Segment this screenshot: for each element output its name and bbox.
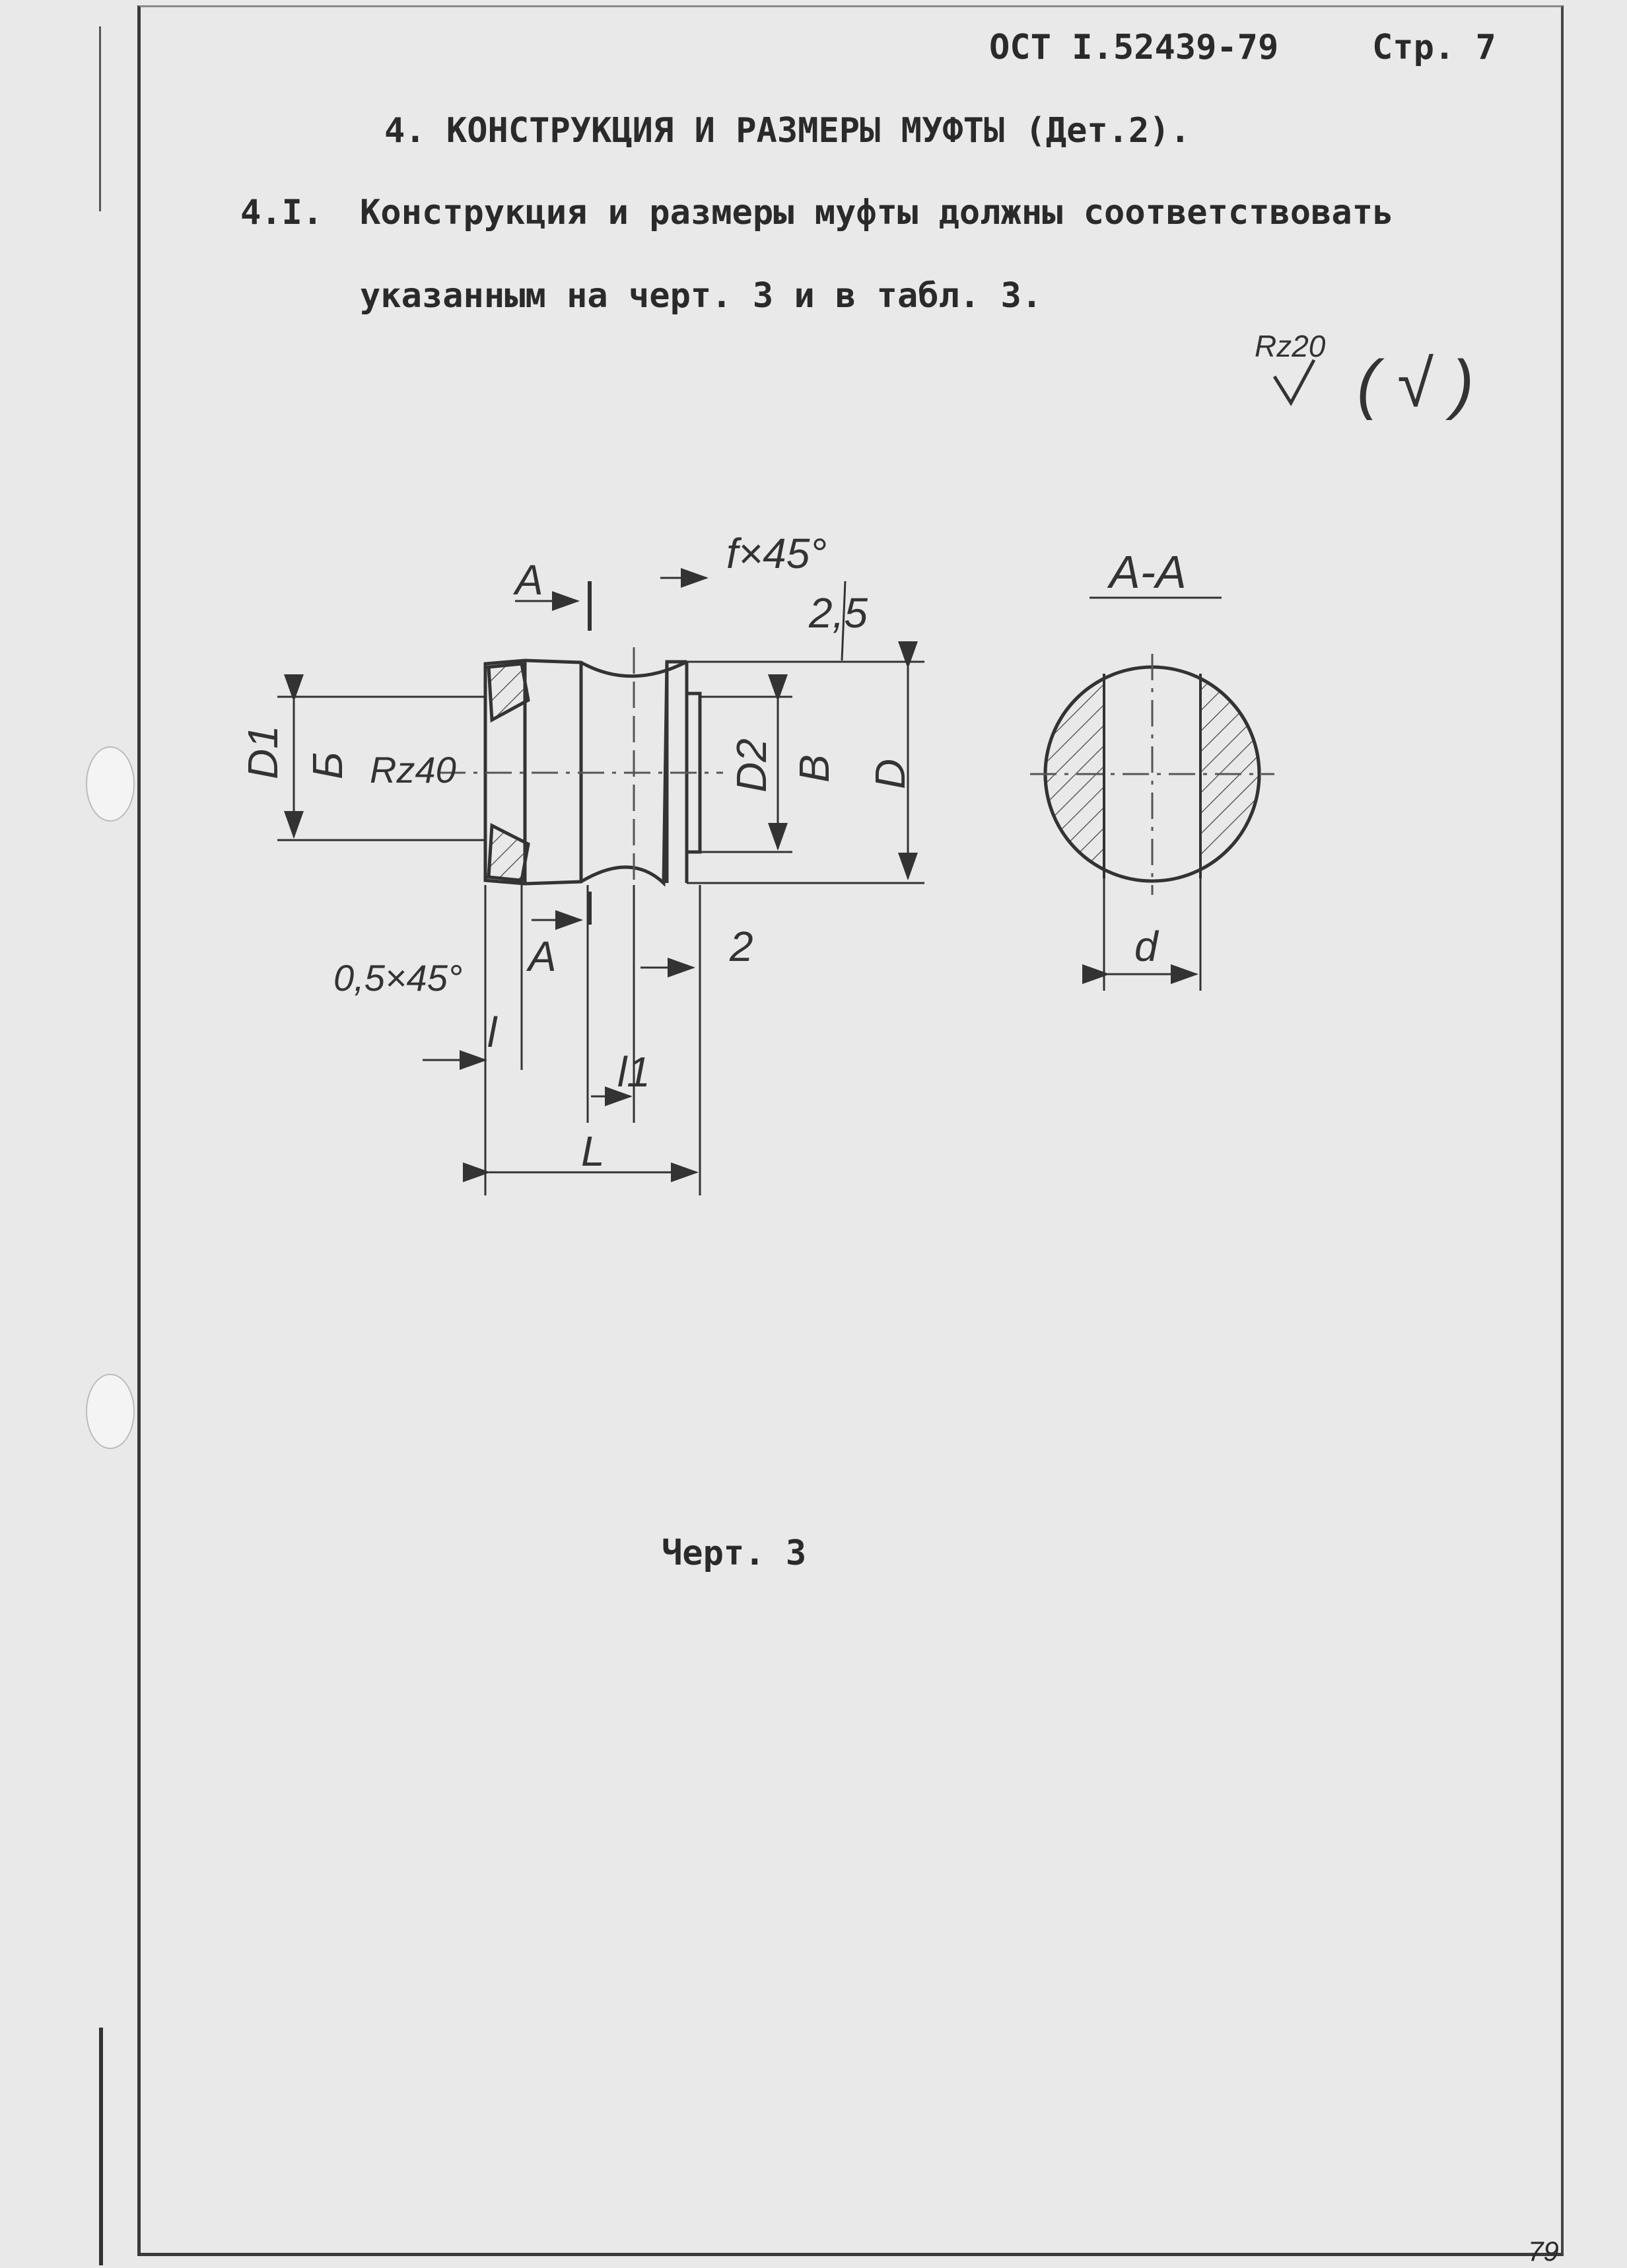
b2-label: В bbox=[790, 754, 838, 783]
d1-label: D1 bbox=[239, 725, 287, 779]
document-code: ОСТ I.52439-79 bbox=[989, 28, 1279, 67]
page-number: Стр. 7 bbox=[1372, 28, 1496, 67]
binding-line bbox=[99, 2028, 103, 2265]
paragraph-text-line-1: Конструкция и размеры муфты должны соотв… bbox=[360, 193, 1394, 232]
binding-line bbox=[99, 26, 101, 211]
section-a-a: A-A d bbox=[1030, 546, 1274, 991]
section-label: A-A bbox=[1107, 546, 1187, 598]
punch-hole bbox=[86, 1374, 135, 1449]
sheet-number: 79 bbox=[1528, 2236, 1559, 2267]
dimension-lines bbox=[277, 568, 924, 1195]
l-label: l bbox=[487, 1009, 498, 1056]
roughness-note: Rz20 ( √ ) bbox=[1255, 329, 1474, 421]
section-arrow-label-bottom: A bbox=[526, 933, 557, 980]
section-title: 4. КОНСТРУКЦИЯ И РАЗМЕРЫ МУФТЫ (Дет.2). bbox=[384, 111, 1191, 151]
figure-caption: Черт. 3 bbox=[662, 1534, 807, 1573]
section-arrows bbox=[515, 581, 592, 930]
section-arrow-label-top: A bbox=[512, 556, 543, 604]
page-frame bbox=[137, 5, 1564, 2256]
paragraph-text-line-2: указанным на черт. 3 и в табл. 3. bbox=[360, 276, 1043, 316]
roughness-value: Rz20 bbox=[1255, 329, 1326, 363]
paragraph-number: 4.I. bbox=[240, 193, 324, 232]
roughness-symbol bbox=[1272, 359, 1316, 406]
chamfer-bottom-label: 0,5×45° bbox=[333, 957, 462, 999]
punch-hole bbox=[86, 746, 135, 822]
d-outer-label: D bbox=[866, 759, 914, 789]
l1-label: l1 bbox=[617, 1048, 650, 1096]
d2-label: D2 bbox=[728, 738, 775, 793]
roughness-bracket-mark: ( √ ) bbox=[1357, 347, 1474, 421]
roughness-inner-label: Rz40 bbox=[370, 749, 456, 791]
b1-label: Б bbox=[304, 752, 351, 779]
roughness-top-label: 2,5 bbox=[808, 589, 868, 637]
d-label: d bbox=[1134, 923, 1160, 970]
small-dim-label: 2 bbox=[729, 923, 753, 970]
L-label: L bbox=[581, 1127, 605, 1175]
chamfer-top-label: f×45° bbox=[726, 530, 827, 577]
